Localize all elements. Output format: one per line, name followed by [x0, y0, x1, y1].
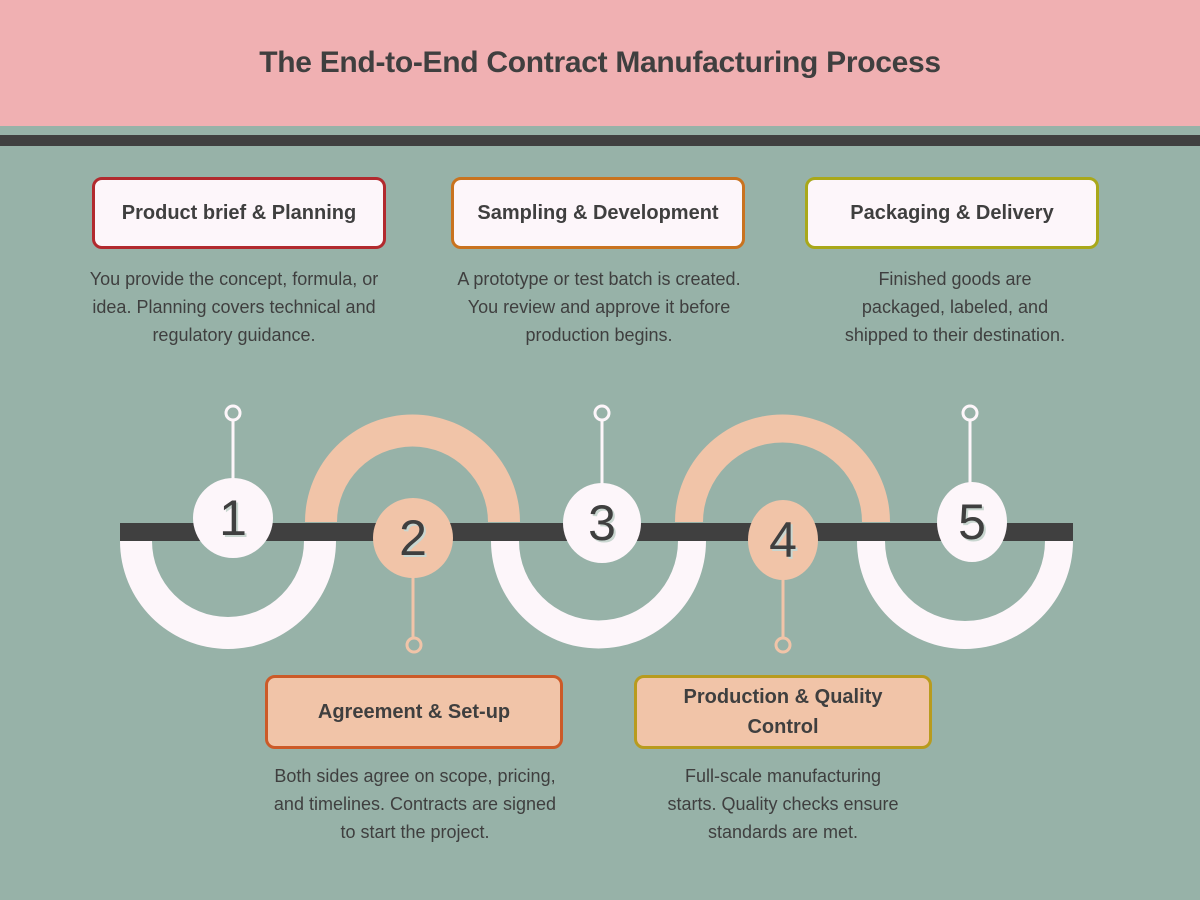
svg-text:3: 3 [590, 497, 618, 553]
step-number-3: 3 [588, 495, 616, 551]
step-card-2: Agreement & Set-up [265, 675, 563, 749]
step-number-2: 2 [399, 510, 427, 566]
timeline-arc-lower-1 [120, 541, 336, 649]
svg-text:5: 5 [960, 496, 988, 552]
step-number-1: 1 [219, 490, 247, 546]
pin-step-4 [774, 575, 792, 654]
svg-text:2: 2 [401, 512, 429, 568]
step-title-2: Agreement & Set-up [317, 701, 511, 723]
timeline-arc-upper-2 [675, 414, 890, 522]
step-description-2: Both sides agree on scope, pricing, and … [273, 766, 557, 842]
step-title-4: Production & Quality Control [683, 686, 883, 738]
step-marker-2: 2 2 [373, 498, 453, 578]
step-marker-1: 1 1 [193, 478, 273, 558]
pin-step-5 [961, 404, 979, 485]
step-card-5: Packaging & Delivery [805, 177, 1099, 249]
pin-step-2 [405, 575, 423, 654]
step-card-1: Product brief & Planning [92, 177, 386, 249]
step-marker-5: 5 5 [937, 482, 1007, 562]
step-title-5: Packaging & Delivery [850, 202, 1054, 224]
timeline-arc-lower-3 [857, 541, 1073, 649]
svg-text:4: 4 [771, 514, 799, 570]
pin-step-1 [224, 404, 242, 480]
step-card-4: Production & Quality Control [634, 675, 932, 749]
header-banner: The End-to-End Contract Manufacturing Pr… [0, 0, 1200, 126]
step-title-3: Sampling & Development [477, 202, 719, 224]
svg-text:1: 1 [221, 492, 249, 548]
step-title-1: Product brief & Planning [121, 202, 357, 224]
pin-step-3 [593, 404, 611, 485]
timeline-arc-lower-2 [491, 541, 706, 649]
step-description-5: Finished goods are packaged, labeled, an… [844, 269, 1066, 345]
step-card-3: Sampling & Development [451, 177, 745, 249]
header-divider [0, 135, 1200, 146]
step-marker-4: 4 4 [748, 500, 818, 580]
step-description-3: A prototype or test batch is created. Yo… [457, 269, 741, 345]
page-title: The End-to-End Contract Manufacturing Pr… [259, 46, 941, 79]
timeline-arc-upper-1 [305, 414, 520, 522]
step-marker-3: 3 3 [563, 483, 641, 563]
step-number-5: 5 [958, 494, 986, 550]
step-description-1: You provide the concept, formula, or ide… [89, 269, 379, 345]
step-number-4: 4 [769, 512, 797, 568]
step-description-4: Full-scale manufacturing starts. Quality… [667, 766, 899, 842]
